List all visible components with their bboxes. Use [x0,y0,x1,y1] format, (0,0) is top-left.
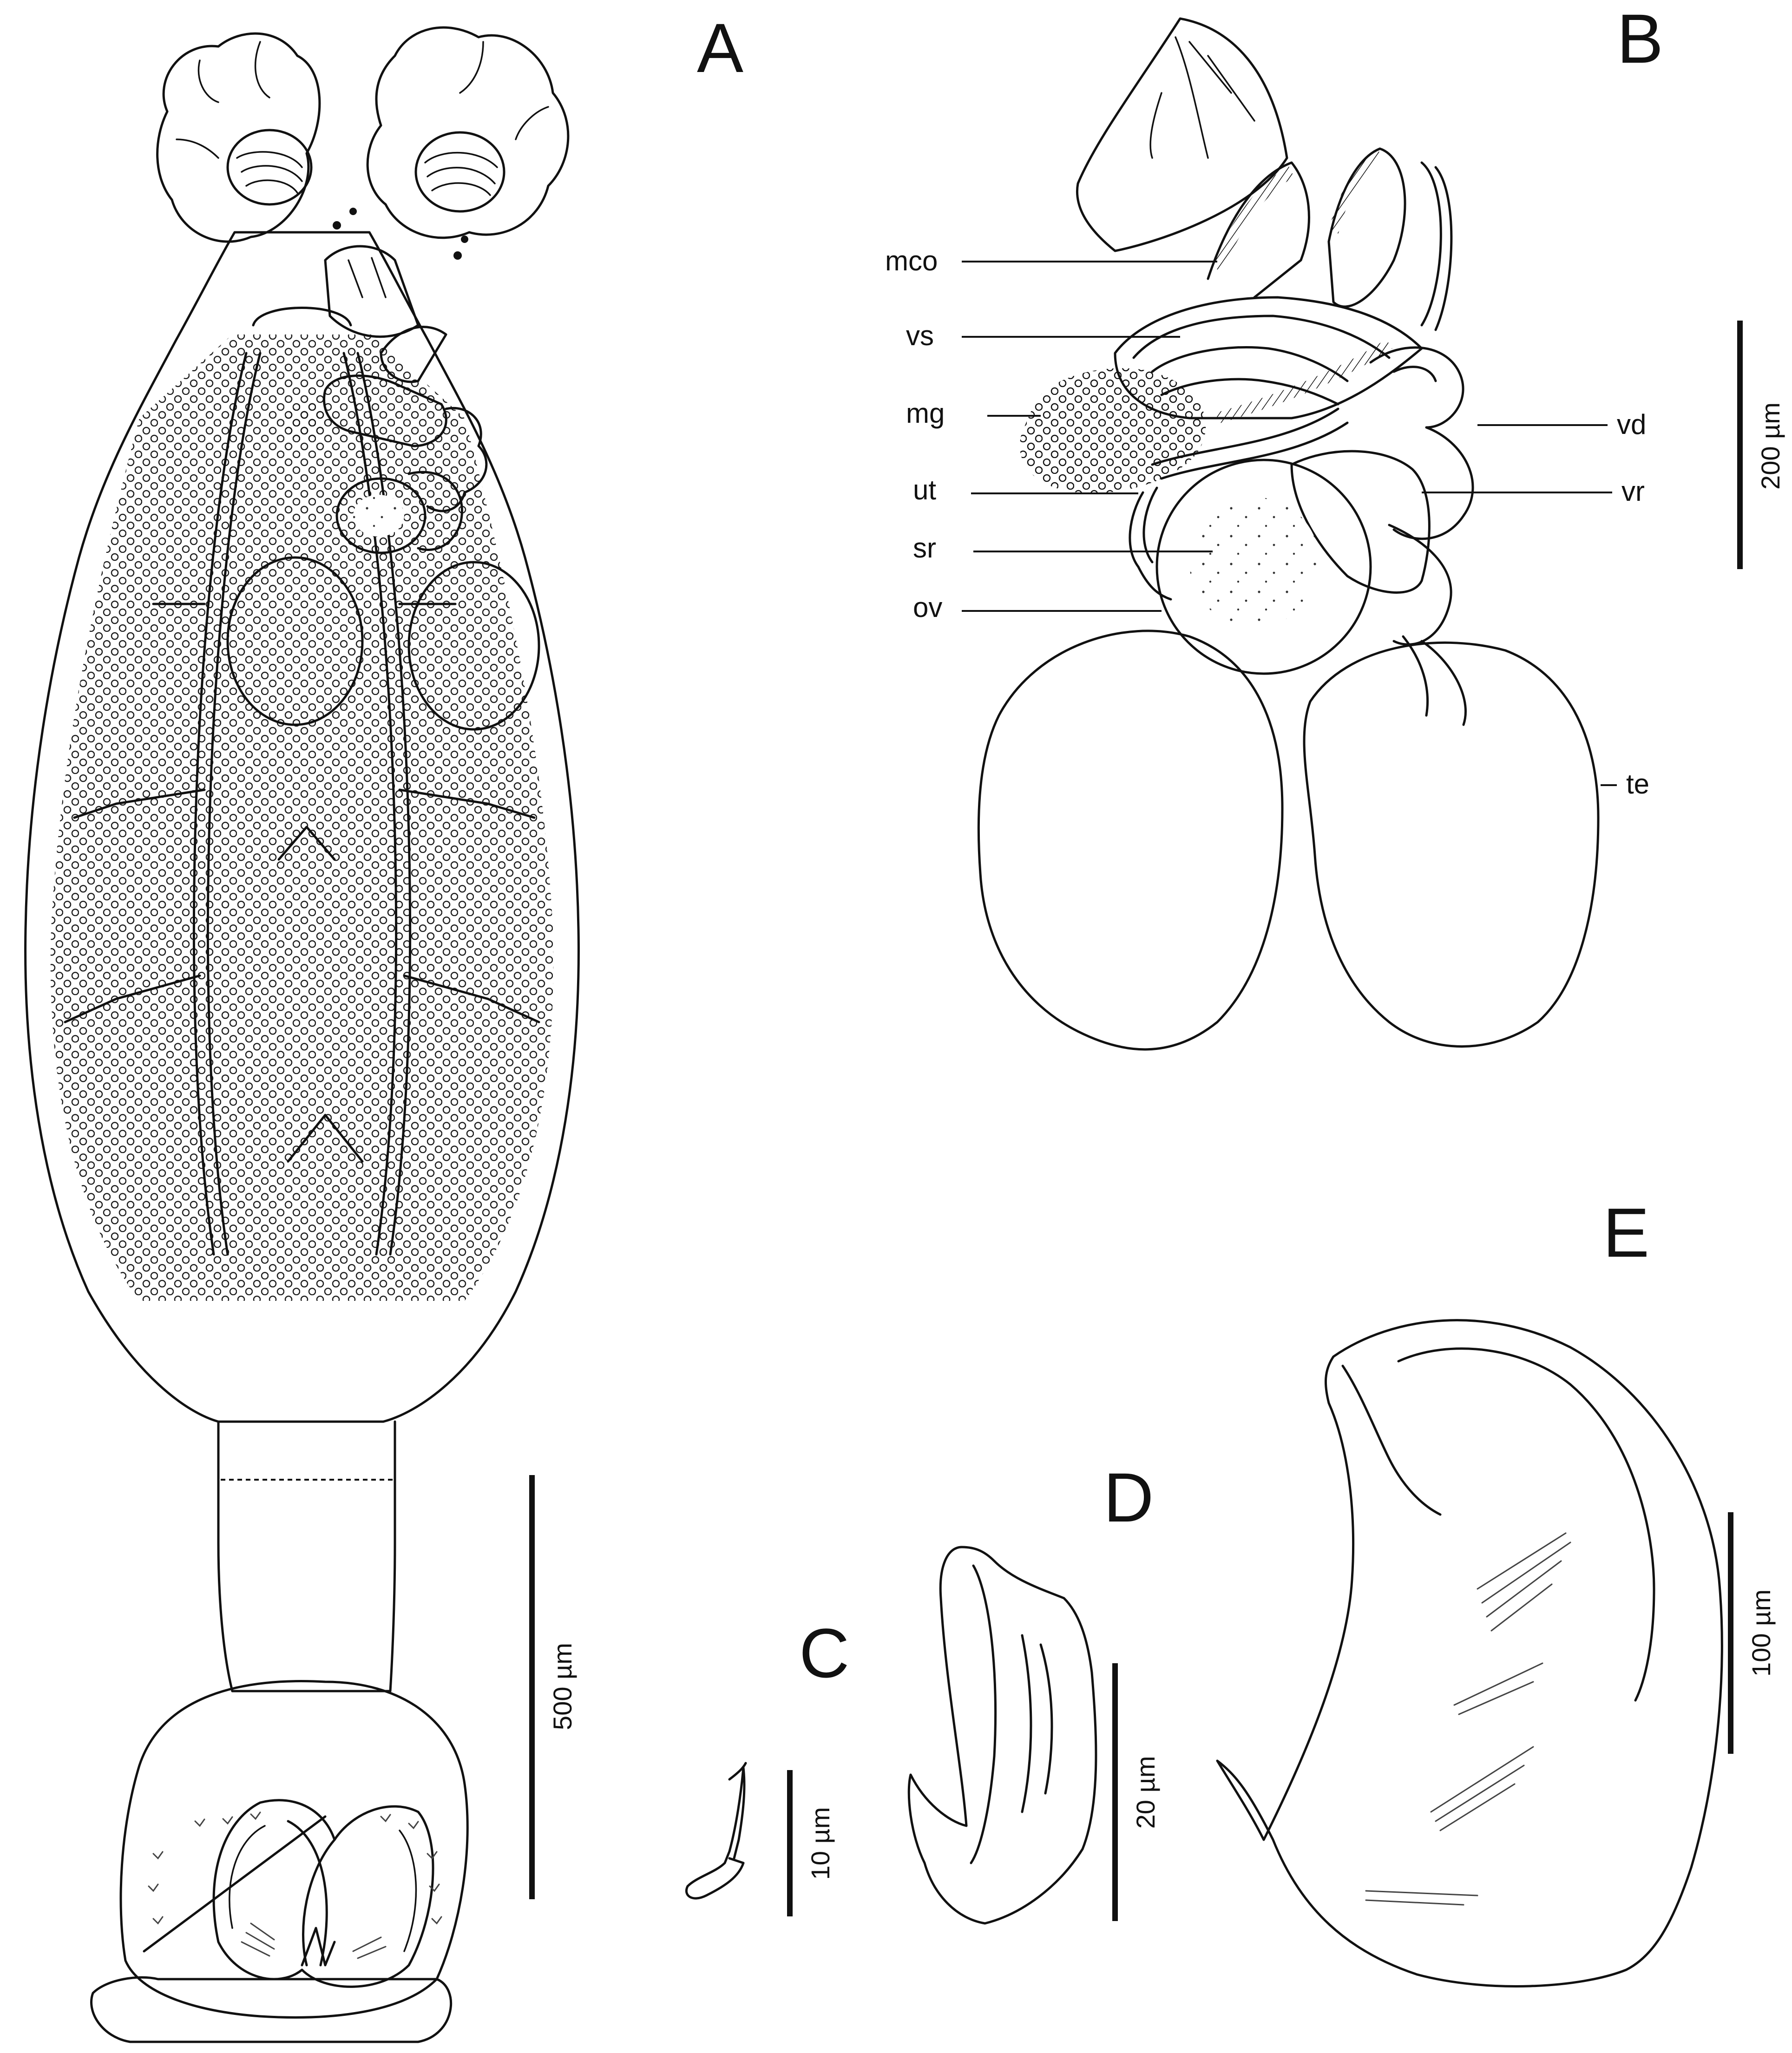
panel-label-c: C [799,1614,849,1692]
panel-c: C 10 µm [685,1614,849,1916]
panel-label-a: A [697,9,743,87]
testis-right-b [1303,641,1600,1048]
vas-deferens [1151,346,1474,726]
panel-label-b: B [1617,0,1663,78]
uterus-inner [1142,486,1158,564]
anterior-clamp-left [156,32,321,243]
panel-label-d: D [1103,1458,1154,1536]
leader-lines [962,261,1617,786]
testis-right [407,561,540,731]
hamulus [685,1766,746,1900]
testis-left [226,556,364,726]
scale-label-a: 500 µm [548,1643,577,1730]
panel-a: A [24,9,743,2043]
label-ov: ov [913,592,942,623]
label-vs: vs [906,320,934,351]
label-vr: vr [1621,476,1645,507]
ovary [1155,459,1372,675]
label-sr: sr [913,532,936,564]
scale-label-b: 200 µm [1756,402,1785,490]
label-mco: mco [885,245,938,276]
eyespot [461,236,468,243]
copulatory-organ [1076,17,1453,331]
haptor [90,1680,469,2043]
label-ut: ut [913,474,936,505]
panel-label-e: E [1603,1194,1649,1272]
uterus [1129,491,1172,601]
hook-e [1216,1319,1723,1987]
eyespot [333,221,341,230]
vitelline-reservoir [1290,450,1431,594]
vitelline-follicles [50,335,554,1301]
anterior-clamp-right [366,26,570,239]
panel-e: E 100 µm [1216,1194,1776,1987]
panel-b: B [885,0,1785,1051]
scale-label-d: 20 µm [1131,1756,1160,1829]
eyespot [453,251,462,260]
label-mg: mg [906,398,945,429]
panel-d: D 20 µm [907,1458,1160,1925]
eyespot [349,208,357,215]
genital-complex-small [284,245,488,554]
scale-label-c: 10 µm [806,1807,835,1880]
testis-left-b [977,630,1284,1051]
peduncle [217,1420,396,1692]
body-outline [24,231,580,1423]
clamp-sclerite-d [907,1546,1097,1925]
scale-label-e: 100 µm [1746,1589,1776,1677]
label-te: te [1626,768,1649,800]
label-vd: vd [1617,409,1646,440]
